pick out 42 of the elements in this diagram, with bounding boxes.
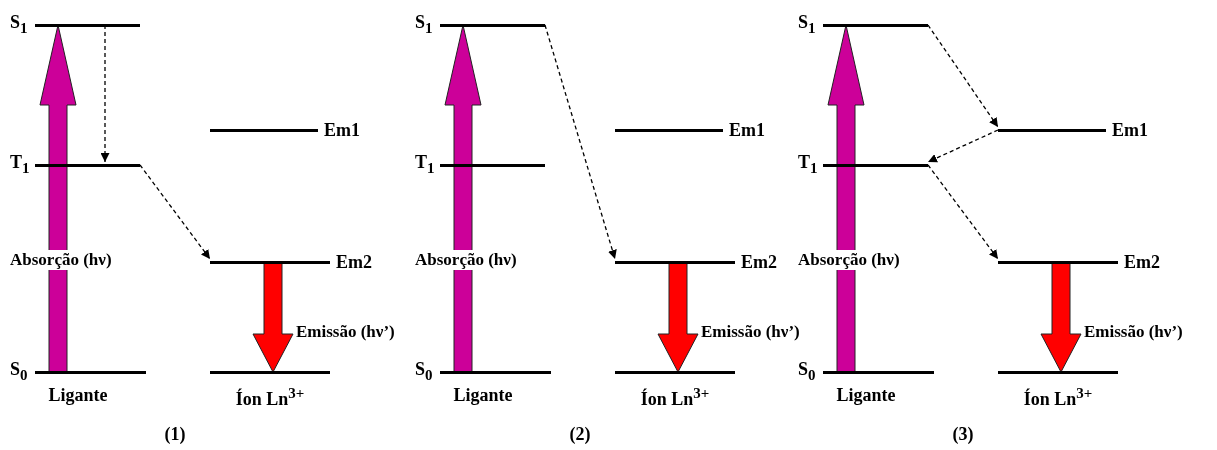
block-arrow: [1040, 261, 1082, 373]
ligand-caption: Ligante: [453, 385, 513, 406]
ligand-caption: Ligante: [836, 385, 896, 406]
edge-label: Emissão (hν’): [1084, 322, 1183, 342]
dashed-arrow: [927, 24, 999, 128]
ligand-caption: Ligante: [48, 385, 108, 406]
level-label: S$_{0}$: [415, 359, 434, 385]
level-label: T$_{1}$: [798, 152, 819, 178]
level-label: S$_{1}$: [415, 12, 434, 38]
block-arrow: [39, 24, 77, 373]
level-label: Em2: [336, 252, 372, 272]
edge-label: Absorção (hν): [10, 250, 112, 270]
dashed-arrow: [544, 24, 617, 260]
level-label: S$_{1}$: [10, 12, 29, 38]
level-label: T$_{1}$: [415, 152, 436, 178]
dashed-arrow: [927, 164, 999, 260]
level-label: Em1: [729, 120, 765, 140]
level-label: Em2: [1124, 252, 1160, 272]
block-arrow: [657, 261, 699, 373]
edge-label: Absorção (hν): [798, 250, 900, 270]
level-label: T$_{1}$: [10, 152, 31, 178]
ion-caption: Íon Ln$^{3+}$: [235, 385, 305, 410]
block-arrow: [252, 261, 294, 373]
ion-caption: Íon Ln$^{3+}$: [640, 385, 710, 410]
dashed-arrow: [927, 129, 999, 163]
level-label: S$_{0}$: [798, 359, 817, 385]
block-arrow: [827, 24, 865, 373]
block-arrow: [444, 24, 482, 373]
edge-label: Absorção (hν): [415, 250, 517, 270]
dashed-arrow: [139, 164, 211, 260]
level-label: S$_{1}$: [798, 12, 817, 38]
level-label: Em2: [741, 252, 777, 272]
edge-label: Emissão (hν’): [701, 322, 800, 342]
panel-number: (2): [569, 424, 591, 445]
panel-number: (3): [952, 424, 974, 445]
level-label: Em1: [324, 120, 360, 140]
level-label: Em1: [1112, 120, 1148, 140]
edge-label: Emissão (hν’): [296, 322, 395, 342]
level-label: S$_{0}$: [10, 359, 29, 385]
dashed-arrow: [100, 24, 110, 163]
panel-number: (1): [164, 424, 186, 445]
ion-caption: Íon Ln$^{3+}$: [1023, 385, 1093, 410]
